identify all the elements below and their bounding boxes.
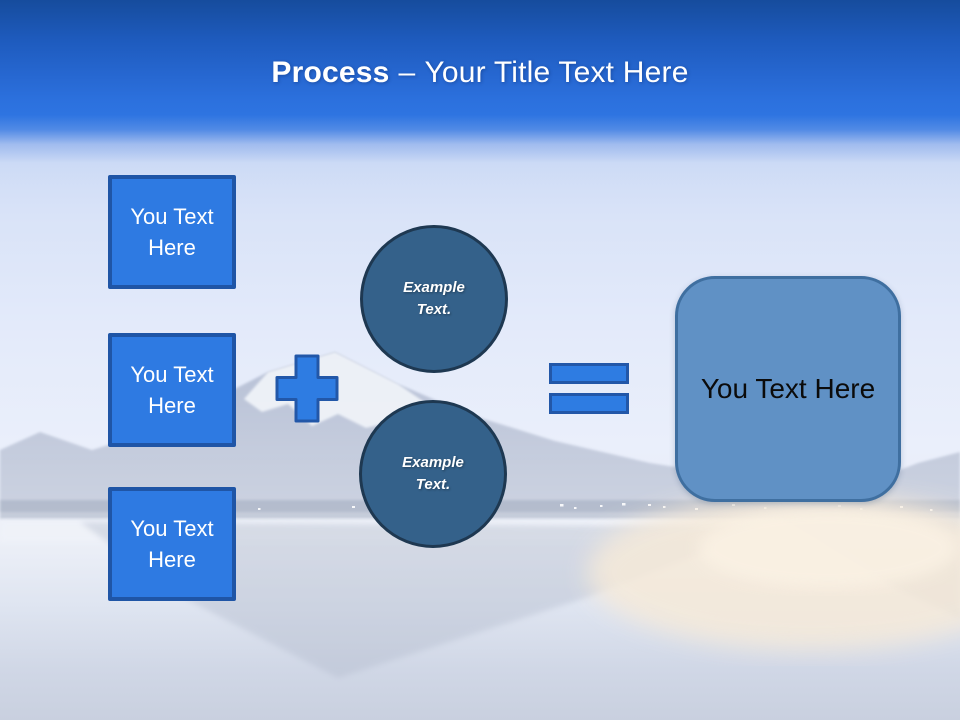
- example-circle-2-label: Example Text.: [402, 454, 464, 493]
- equals-bar-bottom: [549, 393, 629, 414]
- equals-bar-top: [549, 363, 629, 384]
- example-circle-2[interactable]: Example Text.: [359, 400, 507, 548]
- slide-title[interactable]: Process – Your Title Text Here: [0, 56, 960, 90]
- example-circle-1-label: Example Text.: [403, 279, 465, 318]
- plus-icon[interactable]: [275, 354, 339, 423]
- snow-cap-icon: [244, 352, 442, 428]
- input-box-1-label: You Text Here: [130, 204, 214, 260]
- input-box-1[interactable]: You Text Here: [108, 175, 236, 289]
- result-box[interactable]: You Text Here: [675, 276, 901, 502]
- input-box-2[interactable]: You Text Here: [108, 333, 236, 447]
- background-scenery: [0, 352, 960, 678]
- title-emphasis: Process: [271, 56, 390, 89]
- title-banner: [0, 0, 960, 185]
- input-box-3-label: You Text Here: [130, 516, 214, 572]
- title-separator: –: [398, 56, 416, 89]
- input-box-2-label: You Text Here: [130, 362, 214, 418]
- input-box-3[interactable]: You Text Here: [108, 487, 236, 601]
- sun-glow-core: [698, 508, 958, 588]
- title-rest: Your Title Text Here: [424, 56, 689, 89]
- result-box-label: You Text Here: [700, 373, 876, 404]
- example-circle-1[interactable]: Example Text.: [360, 225, 508, 373]
